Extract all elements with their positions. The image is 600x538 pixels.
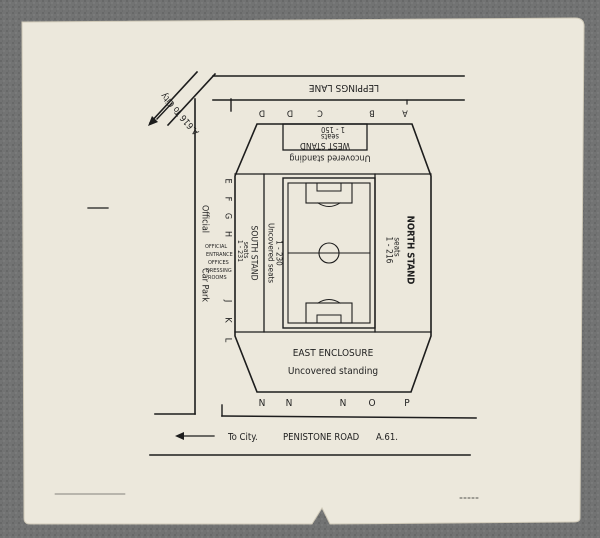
south-stand-name: SOUTH STAND (249, 225, 259, 280)
uncovered-seats-line1: Uncovered seats (267, 223, 276, 283)
entrance-label: A (402, 108, 408, 118)
office-label: OFFICES (208, 260, 229, 266)
entrance-label: K (223, 317, 233, 323)
office-label: OFFICIAL (205, 244, 227, 250)
entrance-label: N (286, 398, 293, 409)
entrance-label: N (259, 398, 266, 409)
entrance-label: G (223, 213, 233, 219)
left-entrances: E F G H J K L (223, 178, 233, 342)
penistone-road-label: PENISTONE ROAD (283, 432, 360, 443)
office-label: DRESSING (206, 268, 232, 274)
north-stand-name: NORTH STAND (405, 216, 416, 285)
car-park-label-1: Official (200, 205, 210, 233)
stadium-boundaries (154, 98, 477, 419)
leppings-lane-label: LEPPINGS LANE (309, 82, 380, 93)
entrance-label: C (317, 108, 323, 118)
entrance-label: F (223, 197, 233, 202)
entrance-label: O (368, 398, 375, 409)
to-city-label: To City. (227, 432, 258, 443)
east-enclosure-name: EAST ENCLOSURE (293, 348, 374, 359)
north-stand-seats-label: seats (393, 237, 402, 256)
south-stand-seats-label: seats (242, 242, 250, 259)
office-label: ROOMS (208, 275, 227, 281)
west-stand-seats-label: seats (321, 132, 339, 141)
a61-label: A.61. (376, 432, 398, 443)
entrance-label: H (223, 231, 233, 237)
ticket-paper (21, 17, 585, 525)
east-enclosure-sub: Uncovered standing (288, 366, 378, 377)
car-park-area: Official Car Park OFFICIAL ENTRANCE OFFI… (200, 205, 233, 302)
entrance-label: E (223, 178, 233, 183)
entrance-label: N (340, 398, 347, 409)
west-uncovered-standing: Uncovered standing (289, 153, 370, 163)
entrance-label: D (287, 108, 293, 118)
entrance-label: L (223, 338, 233, 343)
penistone-road: To City. PENISTONE ROAD A.61. (149, 432, 471, 456)
uncovered-seats-line2: 1 - 230 (275, 240, 284, 266)
entrance-label: D (259, 108, 265, 118)
entrance-label: P (404, 398, 410, 409)
north-stand-seats-range: 1 - 216 (384, 236, 394, 263)
office-label: ENTRANCE (206, 252, 233, 258)
west-stand-seats-range: 1 - 150 (321, 125, 345, 134)
top-entrances: A B C D D (259, 108, 408, 118)
stadium: WEST STAND seats 1 - 150 Uncovered stand… (234, 123, 432, 393)
bottom-entrances: N N N O P (259, 398, 411, 409)
entrance-label: B (369, 108, 375, 118)
car-park-label-2: Car Park (200, 268, 210, 302)
west-stand-name: WEST STAND (300, 140, 350, 150)
south-stand-seats-range: 1 - 231 (236, 240, 244, 262)
leppings-lane-road: LEPPINGS LANE (212, 75, 465, 101)
west-stand-box (282, 123, 368, 151)
entrance-label: J (223, 299, 233, 302)
